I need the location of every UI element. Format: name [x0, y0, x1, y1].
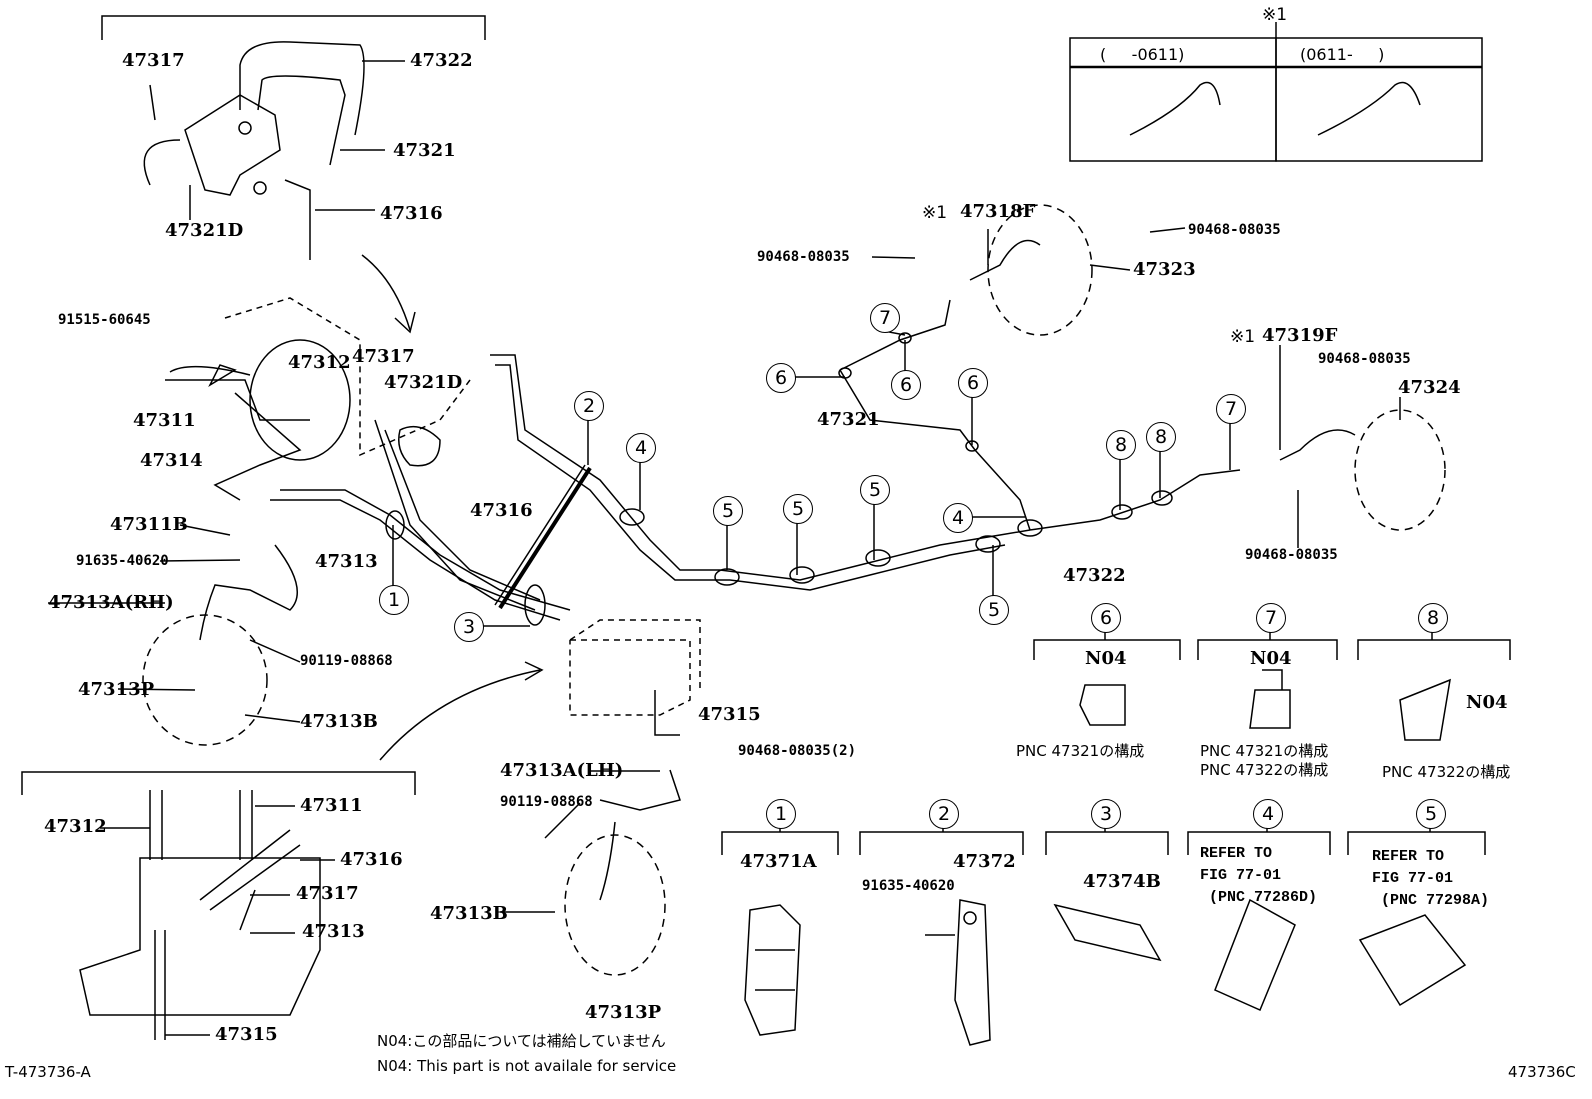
- callout-3: 3: [454, 612, 484, 642]
- part-label: 47313P: [585, 1002, 662, 1023]
- callout-1: 1: [379, 585, 409, 615]
- part-label: 47315: [215, 1024, 278, 1045]
- callout-8: 8: [1106, 430, 1136, 460]
- callout-5: 5: [979, 595, 1009, 625]
- detail-reference: REFER TO FIG 77-01 (PNC 77286D): [1200, 845, 1318, 906]
- detail-callout-4: 4: [1253, 799, 1283, 829]
- part-label: 47313P: [78, 679, 155, 700]
- callout-4: 4: [943, 503, 973, 533]
- part-label: 47316: [340, 849, 403, 870]
- callout-2: 2: [574, 391, 604, 421]
- footnote-marker: ※1: [1262, 5, 1288, 25]
- part-label: 47318F: [960, 201, 1036, 222]
- part-label: 47316: [380, 203, 443, 224]
- part-label: 90119-08868: [500, 794, 593, 810]
- detail-reference: REFER TO FIG 77-01 (PNC 77298A): [1372, 848, 1490, 909]
- date-range-label: ( -0611): [1100, 45, 1185, 64]
- part-label: 47313B: [300, 711, 378, 732]
- callout-7: 7: [1216, 394, 1246, 424]
- detail-callout-1: 1: [766, 799, 796, 829]
- part-label: 47321D: [165, 220, 244, 241]
- callout-6: 6: [958, 368, 988, 398]
- footnote-marker: ※1: [1230, 327, 1256, 347]
- part-label: 47313: [315, 551, 378, 572]
- part-label: 47319F: [1262, 325, 1338, 346]
- figure-id: T-473736-A: [5, 1063, 91, 1081]
- part-label: 47313A(LH): [500, 760, 624, 781]
- detail-part-label: N04: [1085, 648, 1127, 669]
- part-label: 47317: [122, 50, 185, 71]
- part-label: 47321: [393, 140, 456, 161]
- detail-callout-2: 2: [929, 799, 959, 829]
- detail-part-label: 47374B: [1083, 871, 1161, 892]
- detail-caption: PNC 47321の構成 PNC 47322の構成: [1200, 742, 1329, 779]
- part-label: 47321D: [384, 372, 463, 393]
- part-label: 47311: [300, 795, 363, 816]
- part-label: 47317: [352, 346, 415, 367]
- part-label: 90468-08035: [757, 249, 850, 265]
- detail-part-label: 47371A: [740, 851, 817, 872]
- part-label: 90468-08035: [1188, 222, 1281, 238]
- part-label: 47312: [44, 816, 107, 837]
- callout-5: 5: [860, 475, 890, 505]
- callout-5: 5: [783, 494, 813, 524]
- part-label: 47321: [817, 409, 880, 430]
- part-label: 47313B: [430, 903, 508, 924]
- part-label: 47311B: [110, 514, 188, 535]
- part-label: 47312: [288, 352, 351, 373]
- detail-callout-7: 7: [1256, 603, 1286, 633]
- part-label: 47322: [1063, 565, 1126, 586]
- callout-6: 6: [766, 363, 796, 393]
- illustration-id: 473736C: [1508, 1063, 1576, 1081]
- part-label: 47313: [302, 921, 365, 942]
- part-label: 90468-08035(2): [738, 743, 857, 759]
- callout-5: 5: [713, 496, 743, 526]
- footnote-marker: ※1: [922, 203, 948, 223]
- part-label: 47315: [698, 704, 761, 725]
- part-label: 47323: [1133, 259, 1196, 280]
- detail-part-label: N04: [1466, 692, 1508, 713]
- part-label: 90468-08035: [1245, 547, 1338, 563]
- detail-caption: PNC 47321の構成: [1016, 742, 1145, 760]
- part-label: 47311: [133, 410, 196, 431]
- callout-7: 7: [870, 303, 900, 333]
- date-range-label: (0611- ): [1300, 45, 1385, 64]
- detail-callout-3: 3: [1091, 799, 1121, 829]
- detail-part-label: N04: [1250, 648, 1292, 669]
- callout-8: 8: [1146, 422, 1176, 452]
- part-label: 47316: [470, 500, 533, 521]
- detail-caption: PNC 47322の構成: [1382, 763, 1511, 781]
- part-label: 90468-08035: [1318, 351, 1411, 367]
- detail-callout-8: 8: [1418, 603, 1448, 633]
- part-label: 47317: [296, 883, 359, 904]
- callout-4: 4: [626, 433, 656, 463]
- callout-6: 6: [891, 370, 921, 400]
- part-label: 47314: [140, 450, 203, 471]
- detail-callout-5: 5: [1416, 799, 1446, 829]
- part-label: 90119-08868: [300, 653, 393, 669]
- note-japanese: N04:この部品については補給していません: [377, 1032, 666, 1050]
- part-label: 91515-60645: [58, 312, 151, 328]
- note-english: N04: This part is not availale for servi…: [377, 1057, 677, 1075]
- part-label: 47313A(RH): [48, 592, 174, 613]
- part-label: 47324: [1398, 377, 1461, 398]
- detail-callout-6: 6: [1091, 603, 1121, 633]
- part-label: 47322: [410, 50, 473, 71]
- detail-part-label: 91635-40620: [862, 878, 955, 894]
- part-label: 91635-40620: [76, 553, 169, 569]
- detail-part-label: 47372: [953, 851, 1016, 872]
